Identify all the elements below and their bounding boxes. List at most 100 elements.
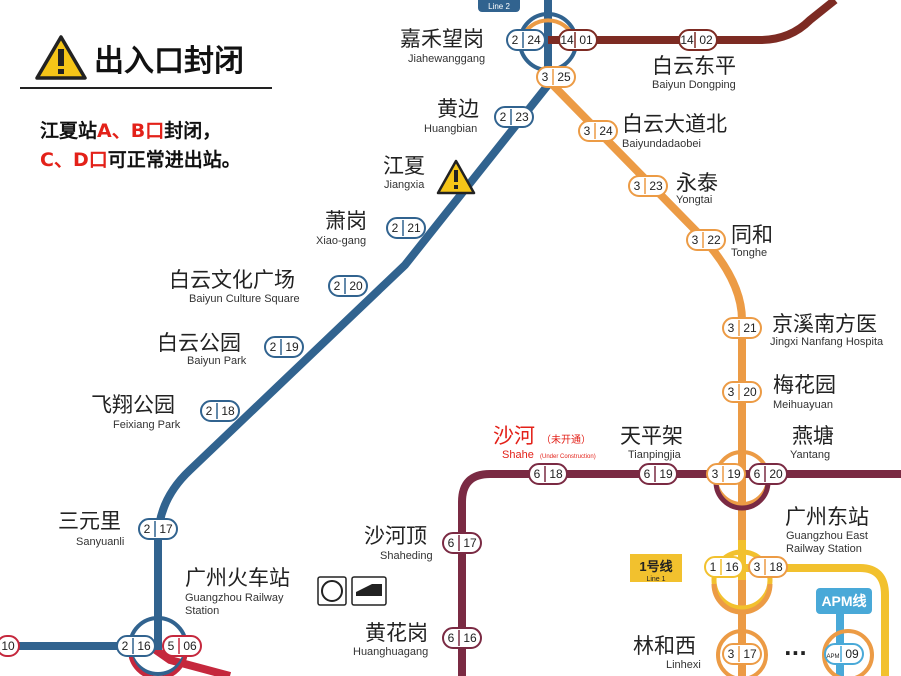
svg-text:2: 2 [392, 221, 399, 235]
station-jiahewanggang[interactable]: 嘉禾望岗 Jiahewanggang [400, 27, 485, 65]
svg-text:同和: 同和 [731, 223, 773, 247]
svg-text:Baiyun Dongping: Baiyun Dongping [652, 79, 736, 91]
station-shaheding[interactable]: 沙河顶 Shaheding [364, 524, 433, 562]
svg-text:23: 23 [515, 110, 529, 124]
station-shahe[interactable]: 沙河 （未开通） Shahe (Under Construction) [493, 424, 596, 461]
station-jiangxia[interactable]: 江夏 Jiangxia [383, 154, 425, 191]
svg-text:Shaheding: Shaheding [380, 550, 433, 562]
station-yongtai[interactable]: 永泰 Yongtai [676, 171, 718, 206]
svg-text:02: 02 [699, 33, 713, 47]
svg-text:Sanyuanli: Sanyuanli [76, 536, 124, 548]
svg-text:01: 01 [579, 33, 593, 47]
svg-text:2: 2 [122, 639, 129, 653]
station-feixiang[interactable]: 飞翔公园 Feixiang Park [91, 393, 181, 431]
interchange-ring-gz-east[interactable] [711, 549, 773, 615]
svg-text:Tianpingjia: Tianpingjia [628, 449, 682, 461]
svg-text:3: 3 [754, 560, 761, 574]
svg-text:23: 23 [649, 179, 663, 193]
notice-closed-text: 封闭， [164, 120, 222, 142]
svg-text:Huangbian: Huangbian [424, 123, 477, 135]
station-code-left-edge: 10 [0, 635, 20, 657]
line-1 [720, 539, 889, 676]
svg-text:Guangzhou East: Guangzhou East [786, 530, 868, 542]
station-baiyun-park[interactable]: 白云公园 Baiyun Park [157, 331, 247, 367]
station-code-shaheding: 6 17 [442, 532, 482, 554]
svg-text:6: 6 [448, 536, 455, 550]
station-code-jiahewanggang-14: 14 01 [558, 29, 598, 51]
svg-text:Railway Station: Railway Station [786, 543, 862, 555]
svg-text:16: 16 [463, 631, 477, 645]
station-baiyundadaobei[interactable]: 白云大道北 Baiyundadaobei [622, 112, 727, 150]
svg-text:飞翔公园: 飞翔公园 [91, 393, 175, 417]
station-baiyun-culture[interactable]: 白云文化广场 Baiyun Culture Square [169, 268, 300, 305]
svg-text:白云文化广场: 白云文化广场 [169, 268, 295, 292]
rail-transfer-icon [317, 576, 387, 606]
svg-text:Feixiang Park: Feixiang Park [113, 419, 181, 431]
svg-text:14: 14 [560, 33, 574, 47]
station-gz-east[interactable]: 广州东站 Guangzhou East Railway Station [785, 505, 869, 555]
svg-text:09: 09 [845, 647, 859, 661]
svg-text:3: 3 [728, 321, 735, 335]
svg-text:10: 10 [1, 639, 15, 653]
svg-text:2: 2 [512, 33, 519, 47]
station-sanyuanli[interactable]: 三元里 Sanyuanli [58, 509, 124, 548]
svg-text:黄花岗: 黄花岗 [365, 621, 428, 645]
station-meihuayuan[interactable]: 梅花园 Meihuayuan [773, 373, 836, 411]
svg-text:Line 1: Line 1 [646, 576, 665, 583]
station-baiyun-dongping[interactable]: 白云东平 Baiyun Dongping [652, 54, 736, 91]
station-tonghe[interactable]: 同和 Tonghe [731, 223, 773, 259]
warning-icon [35, 35, 87, 80]
interchange-ring-linhexi[interactable] [716, 629, 874, 676]
svg-text:17: 17 [463, 536, 477, 550]
svg-text:3: 3 [634, 179, 641, 193]
station-huangbian[interactable]: 黄边 Huangbian [424, 97, 479, 135]
svg-text:6: 6 [754, 467, 761, 481]
svg-text:5: 5 [168, 639, 175, 653]
svg-text:6: 6 [448, 631, 455, 645]
svg-text:永泰: 永泰 [676, 171, 718, 195]
svg-text:3: 3 [542, 70, 549, 84]
svg-text:Yongtai: Yongtai [676, 194, 712, 206]
svg-text:18: 18 [769, 560, 783, 574]
svg-text:6: 6 [534, 467, 541, 481]
station-xiaogang[interactable]: 萧岗 Xiao-gang [316, 209, 367, 247]
svg-text:天平架: 天平架 [620, 424, 683, 448]
line-6 [458, 470, 901, 676]
svg-text:Tonghe: Tonghe [731, 247, 767, 259]
svg-text:APM: APM [826, 654, 839, 660]
station-huanghuagang[interactable]: 黄花岗 Huanghuagang [353, 621, 428, 658]
svg-text:22: 22 [707, 233, 721, 247]
svg-text:20: 20 [349, 279, 363, 293]
svg-text:17: 17 [743, 647, 757, 661]
line-2-top-badge: Line 2 [478, 0, 520, 12]
station-yantang[interactable]: 燕塘 Yantang [790, 424, 834, 461]
station-tianpingjia[interactable]: 天平架 Tianpingjia [620, 424, 683, 461]
apm-badge: APM线 [816, 588, 872, 614]
svg-text:白云东平: 白云东平 [652, 54, 736, 78]
svg-text:19: 19 [285, 340, 299, 354]
station-gz-rail[interactable]: 广州火车站 Guangzhou Railway Station [185, 566, 290, 617]
svg-text:3: 3 [692, 233, 699, 247]
station-code-linhexi: 3 17 [722, 643, 762, 665]
svg-text:Jingxi Nanfang Hospita: Jingxi Nanfang Hospita [770, 336, 884, 348]
svg-text:Baiyun Culture Square: Baiyun Culture Square [189, 293, 300, 305]
line-1-badge: 1号线 Line 1 [630, 554, 682, 583]
svg-text:16: 16 [725, 560, 739, 574]
svg-text:3: 3 [728, 385, 735, 399]
svg-text:Huanghuagang: Huanghuagang [353, 646, 428, 658]
line-14 [548, 0, 838, 44]
station-jingxi[interactable]: 京溪南方医 Jingxi Nanfang Hospita [770, 312, 884, 348]
station-linhexi[interactable]: 林和西 Linhexi [633, 634, 701, 671]
svg-text:3: 3 [728, 647, 735, 661]
